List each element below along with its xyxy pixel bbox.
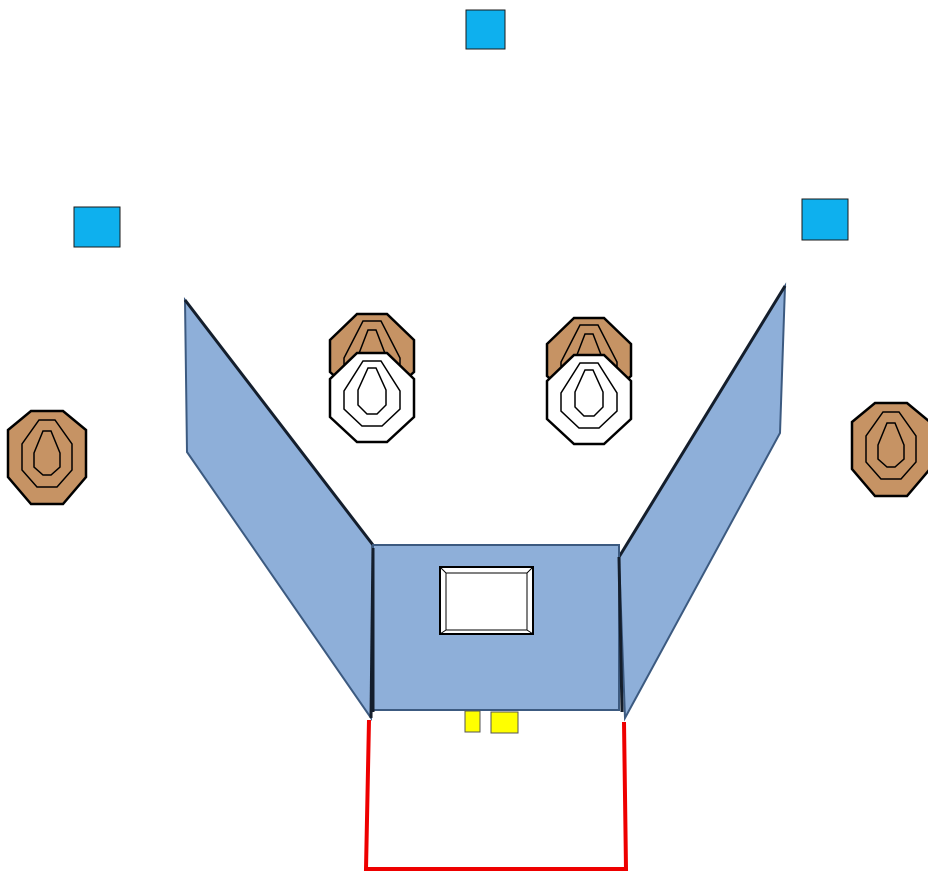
yellow-start-marker-large <box>490 711 519 734</box>
steel-target-top <box>465 9 506 50</box>
no-shoot-target-left <box>328 351 416 444</box>
steel-target-right <box>801 198 849 241</box>
paper-target-far-right <box>850 401 928 498</box>
right-wing-wall <box>617 282 787 722</box>
shooting-area-boundary <box>363 719 629 871</box>
paper-target-far-left <box>6 409 88 506</box>
window-port-icon <box>439 566 534 635</box>
no-shoot-target-right <box>545 353 633 446</box>
steel-target-left <box>73 206 121 248</box>
yellow-start-marker-small <box>464 710 481 733</box>
